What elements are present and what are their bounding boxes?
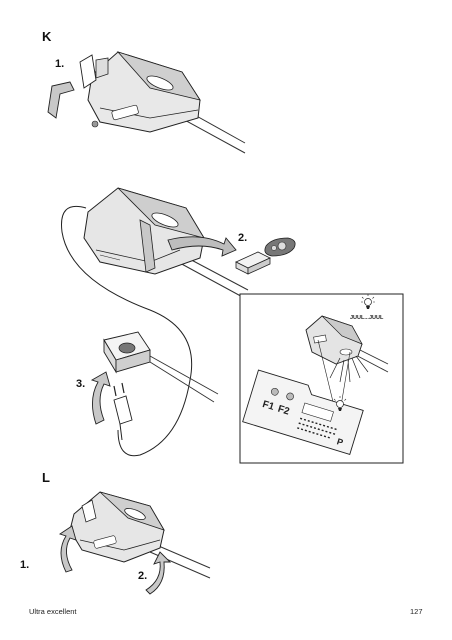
f1-label: F1 bbox=[261, 399, 276, 413]
f2-button[interactable] bbox=[286, 392, 295, 401]
section-letter-l: L bbox=[42, 470, 50, 485]
opener-unit-k4 bbox=[305, 315, 389, 383]
remote-control-icon bbox=[264, 237, 296, 257]
arrow-icon bbox=[58, 525, 77, 573]
bulb-icon bbox=[361, 294, 375, 309]
step-k-3: 3. bbox=[76, 378, 86, 390]
bracket-k1 bbox=[79, 54, 109, 89]
f1-button[interactable] bbox=[270, 387, 279, 396]
arrow-icon bbox=[145, 551, 172, 595]
section-letter-k: K bbox=[42, 29, 52, 44]
step-k-2: 2. bbox=[238, 232, 248, 244]
bulb-icon bbox=[333, 396, 347, 411]
footer-title: Ultra excellent bbox=[29, 607, 77, 616]
wall-socket bbox=[103, 331, 219, 403]
opener-unit-k2 bbox=[83, 187, 249, 301]
step-l-2: 2. bbox=[138, 570, 148, 582]
footer-page-number: 127 bbox=[410, 607, 423, 616]
step-l-1: 1. bbox=[20, 559, 30, 571]
f2-label: F2 bbox=[276, 404, 291, 418]
p-label: P bbox=[336, 436, 345, 447]
step-k-1: 1. bbox=[55, 58, 65, 70]
opener-unit-l bbox=[69, 491, 211, 579]
arrow-icon bbox=[90, 371, 111, 425]
arrow-icon bbox=[47, 81, 75, 119]
power-cable bbox=[61, 206, 193, 457]
plug-icon bbox=[113, 382, 133, 441]
display bbox=[301, 402, 334, 422]
pulse-label: JUUL...JUUL bbox=[350, 315, 384, 321]
battery bbox=[235, 251, 271, 275]
opener-unit-k1 bbox=[87, 51, 246, 154]
control-board: F1 F2 P bbox=[242, 369, 364, 455]
